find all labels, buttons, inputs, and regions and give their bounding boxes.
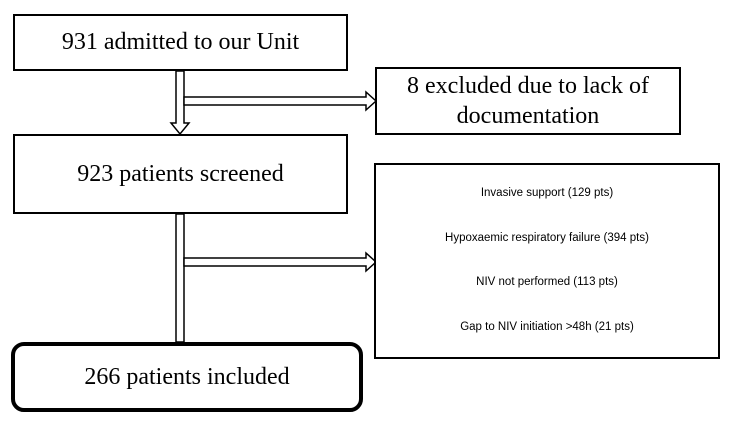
included-box: 266 patients included [11,342,363,412]
screened-label: 923 patients screened [77,160,284,187]
admitted-label: 931 admitted to our Unit [61,29,300,55]
arrow-screened-to-included [175,213,185,343]
arrow-to-criteria [183,251,378,273]
arrow-admitted-to-screened [169,70,191,136]
screened-box: 923 patients screened [13,134,348,214]
excluded-label-line2: documentation [456,103,600,129]
excluded-box: 8 excluded due to lack of documentation [375,67,681,135]
criterion-hypoxaemic-failure: Hypoxaemic respiratory failure (394 pts) [445,232,649,244]
criterion-gap-to-niv: Gap to NIV initiation >48h (21 pts) [460,321,634,333]
arrow-to-excluded [183,90,378,112]
criterion-invasive-support: Invasive support (129 pts) [480,187,614,199]
excluded-label-line1: 8 excluded due to lack of [407,73,649,99]
criterion-niv-not-performed: NIV not performed (113 pts) [476,276,618,288]
included-label: 266 patients included [84,363,290,390]
exclusion-criteria-box: Invasive support (129 pts) Hypoxaemic re… [374,163,720,359]
admitted-box: 931 admitted to our Unit [13,14,348,71]
